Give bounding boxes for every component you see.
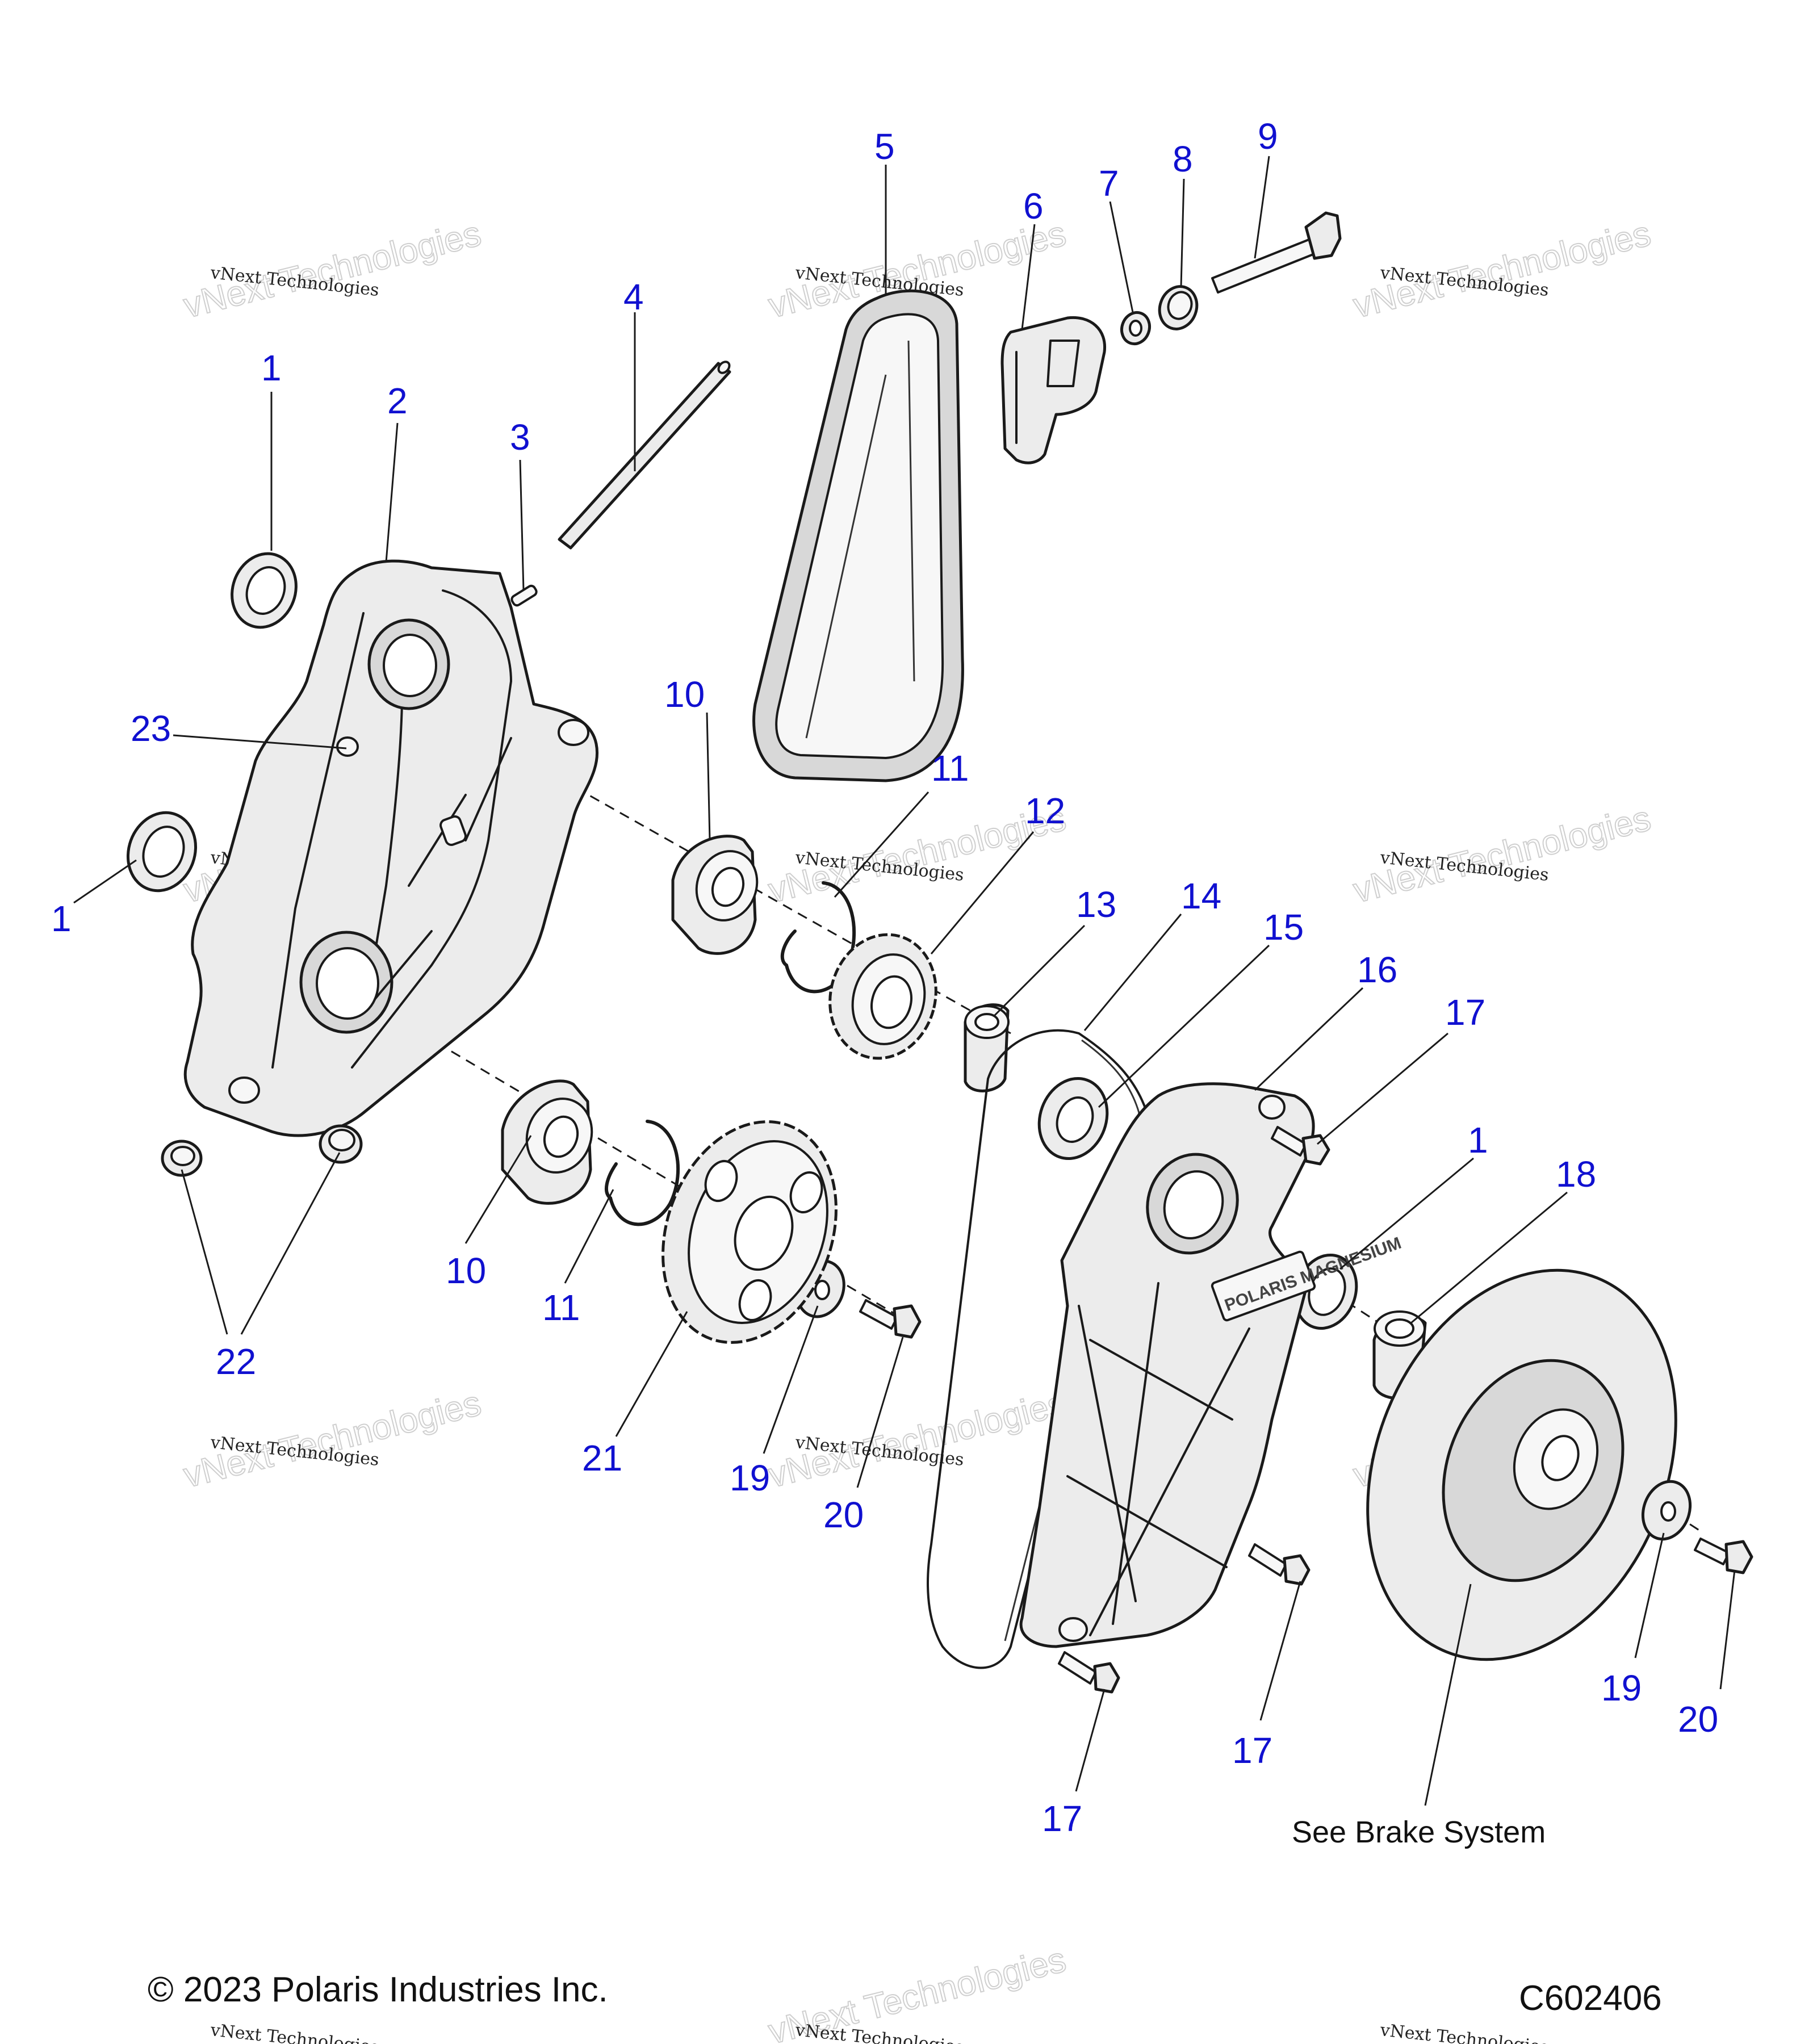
- shaft-rod: [558, 361, 731, 550]
- watermark: vNext Technologies vNext Technologies: [1349, 213, 1655, 326]
- drive-chain: [752, 289, 964, 782]
- sprocket-21: [662, 1120, 838, 1344]
- bolt-20-disc: [1694, 1538, 1753, 1574]
- plug-22-left: [161, 1140, 203, 1177]
- watermark: vNext Technologies vNext Technologies: [764, 798, 1070, 911]
- drawing-code: C602406: [1519, 1979, 1662, 2018]
- snap-ring-11-lower: [605, 1120, 680, 1226]
- callout-19-lower: 19: [730, 1457, 770, 1498]
- callout-10-upper: 10: [664, 674, 705, 715]
- seal-1-lower: [126, 811, 198, 893]
- watermark: vNext Technologies vNext Technologies: [179, 1383, 485, 1496]
- callout-21: 21: [582, 1438, 622, 1478]
- callout-11-lower: 11: [542, 1287, 580, 1328]
- callout-1-top: 1: [261, 347, 282, 388]
- bushing-13: [964, 1003, 1010, 1092]
- gasket-14: [927, 1029, 1148, 1669]
- dowel-23: [336, 736, 359, 757]
- watermark: vNext Technologies vNext Technologies: [1349, 798, 1655, 911]
- washer-7: [1120, 311, 1152, 346]
- callout-2: 2: [387, 380, 408, 421]
- dowel-pin: [510, 584, 538, 607]
- watermark: vNext Technologies vNext Technologies: [794, 2020, 1550, 2044]
- callout-7: 7: [1099, 163, 1119, 204]
- brake-disc: [1366, 1268, 1677, 1661]
- callout-17-middle: 17: [1232, 1730, 1272, 1771]
- seal-15: [1037, 1077, 1109, 1161]
- callout-8: 8: [1173, 139, 1193, 179]
- callout-16: 16: [1357, 949, 1397, 990]
- callout-3: 3: [510, 417, 530, 458]
- callout-14: 14: [1181, 876, 1221, 916]
- callout-6: 6: [1023, 186, 1044, 227]
- callout-4: 4: [623, 277, 644, 317]
- callout-1-left: 1: [51, 898, 72, 939]
- callouts: 1 2 3 4 5 6 7 8 9 23 1 10 11 12 13 14 15…: [51, 116, 1718, 1839]
- chain-tensioner: [1000, 316, 1107, 464]
- bolt-17-middle: [1248, 1543, 1311, 1586]
- seal-1-upper: [231, 552, 298, 629]
- bolt-17-bottom: [1058, 1651, 1120, 1694]
- footer: © 2023 Polaris Industries Inc. C602406: [148, 1970, 1662, 2018]
- callout-10-lower: 10: [446, 1250, 486, 1291]
- bolt-9: [1211, 211, 1342, 294]
- chaincase-cover: POLARIS MAGNESIUM: [1019, 1082, 1404, 1648]
- copyright: © 2023 Polaris Industries Inc.: [148, 1970, 608, 2009]
- washer-19-disc: [1641, 1480, 1692, 1541]
- bolt-20-lower: [859, 1299, 922, 1339]
- callout-12: 12: [1025, 790, 1065, 831]
- callout-5: 5: [874, 126, 895, 167]
- bolt-17-top: [1271, 1126, 1330, 1166]
- callout-13: 13: [1076, 884, 1116, 925]
- callout-18: 18: [1556, 1154, 1596, 1195]
- watermark: vNext Technologies vNext Technologies: [179, 213, 485, 326]
- svg-text:vNext Technologies: vNext Technologies: [209, 2020, 380, 2044]
- callout-17-top: 17: [1445, 992, 1485, 1033]
- callout-20-lower: 20: [823, 1494, 864, 1535]
- callout-15: 15: [1263, 907, 1304, 948]
- leader-lines: [73, 156, 1736, 1806]
- callout-9: 9: [1258, 116, 1278, 157]
- svg-text:vNext Technologies: vNext Technologies: [1379, 2020, 1550, 2044]
- plug-22-right: [319, 1124, 363, 1164]
- bearing-10-upper: [671, 835, 759, 955]
- callout-1-cover: 1: [1468, 1120, 1488, 1161]
- sprocket-12: [828, 933, 937, 1060]
- callout-22: 22: [216, 1341, 256, 1382]
- callout-19-disc: 19: [1601, 1668, 1642, 1708]
- callout-23: 23: [131, 708, 171, 749]
- watermark: vNext Technologies vNext Technologies: [764, 1383, 1070, 1496]
- chaincase-housing: [183, 559, 598, 1137]
- callout-17-bottom: 17: [1042, 1798, 1082, 1839]
- callout-20-disc: 20: [1678, 1699, 1718, 1740]
- brake-system-note: See Brake System: [1292, 1815, 1546, 1849]
- nut-8: [1158, 285, 1199, 330]
- callout-11-upper: 11: [931, 748, 969, 789]
- bearing-10-lower: [501, 1079, 593, 1205]
